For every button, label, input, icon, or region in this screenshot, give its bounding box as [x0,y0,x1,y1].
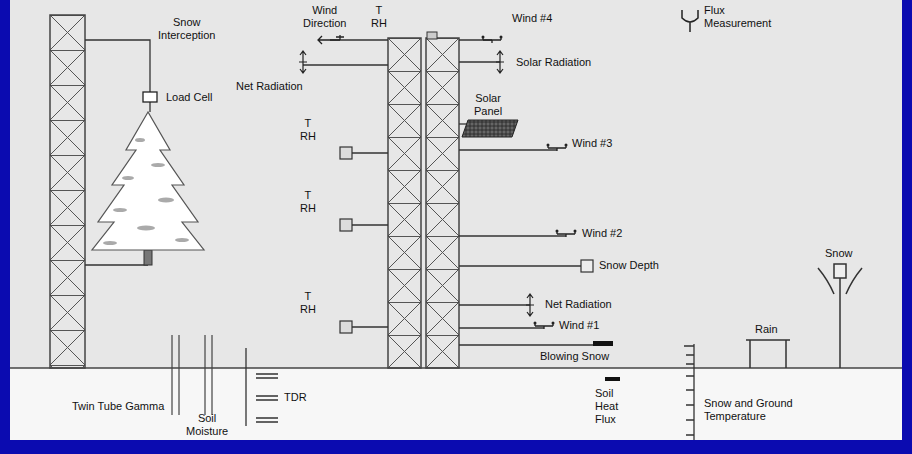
trh-shield [340,321,352,333]
tdr-probe [246,348,278,426]
sensor-label: TDR [284,391,307,404]
sensor-label: Flux Measurement [704,4,771,30]
sensor-label: Snow and Ground Temperature [704,397,816,423]
trh-shield [340,219,352,231]
anemometer [534,322,555,330]
sensor-label: Solar Panel [474,92,502,118]
sensor-label: Snow [825,247,853,260]
sensor-label: Snow Depth [599,259,659,272]
net-radiometer [526,294,534,316]
sensor-label: T RH [300,117,316,143]
heat-flux-plate [605,377,620,381]
sensor-label: Load Cell [166,91,212,104]
snow-tree [92,112,204,265]
sensor-label: Net Radiation [545,298,612,311]
sensor-label: Soil Moisture [186,412,228,438]
trh-shield [340,147,352,159]
sensor-label: Soil Heat Flux [595,387,618,426]
sensor-label: Wind #3 [572,137,612,150]
pyranometer [496,51,504,73]
sensor-label: T RH [300,290,316,316]
anemometer [482,36,503,44]
anemometer [547,144,568,152]
anemometer [556,230,577,238]
solar-panel [462,120,518,137]
twin-tube [172,335,212,415]
sky-ground [10,0,902,368]
blowing-snow-sensor [593,341,613,346]
sensor-label: Blowing Snow [540,350,609,363]
sensor-label: Twin Tube Gamma [72,400,164,413]
net-radiometer [299,51,307,73]
sensor-label: Wind #2 [582,227,622,240]
wind-vane [318,35,344,44]
snow-gauge [818,264,862,368]
sensor-label: Wind #1 [559,319,599,332]
sensor-label: Rain [755,323,778,336]
sensor-label: Wind Direction [303,4,346,30]
sensor-label: T RH [300,189,316,215]
sensor-label: Wind #4 [512,12,552,25]
sensor-label: Net Radiation [236,80,303,93]
load-cell [143,92,157,102]
rain-gauge [746,340,790,368]
temperature-stick [684,344,694,440]
sensor-label: T RH [371,4,387,30]
flux-sensor [682,10,698,32]
soil-ground [10,368,902,440]
sensor-label: Solar Radiation [516,56,591,69]
main-tower [388,32,459,368]
snow-depth-sensor [581,260,593,272]
sensor-label: Snow Interception [158,16,215,42]
